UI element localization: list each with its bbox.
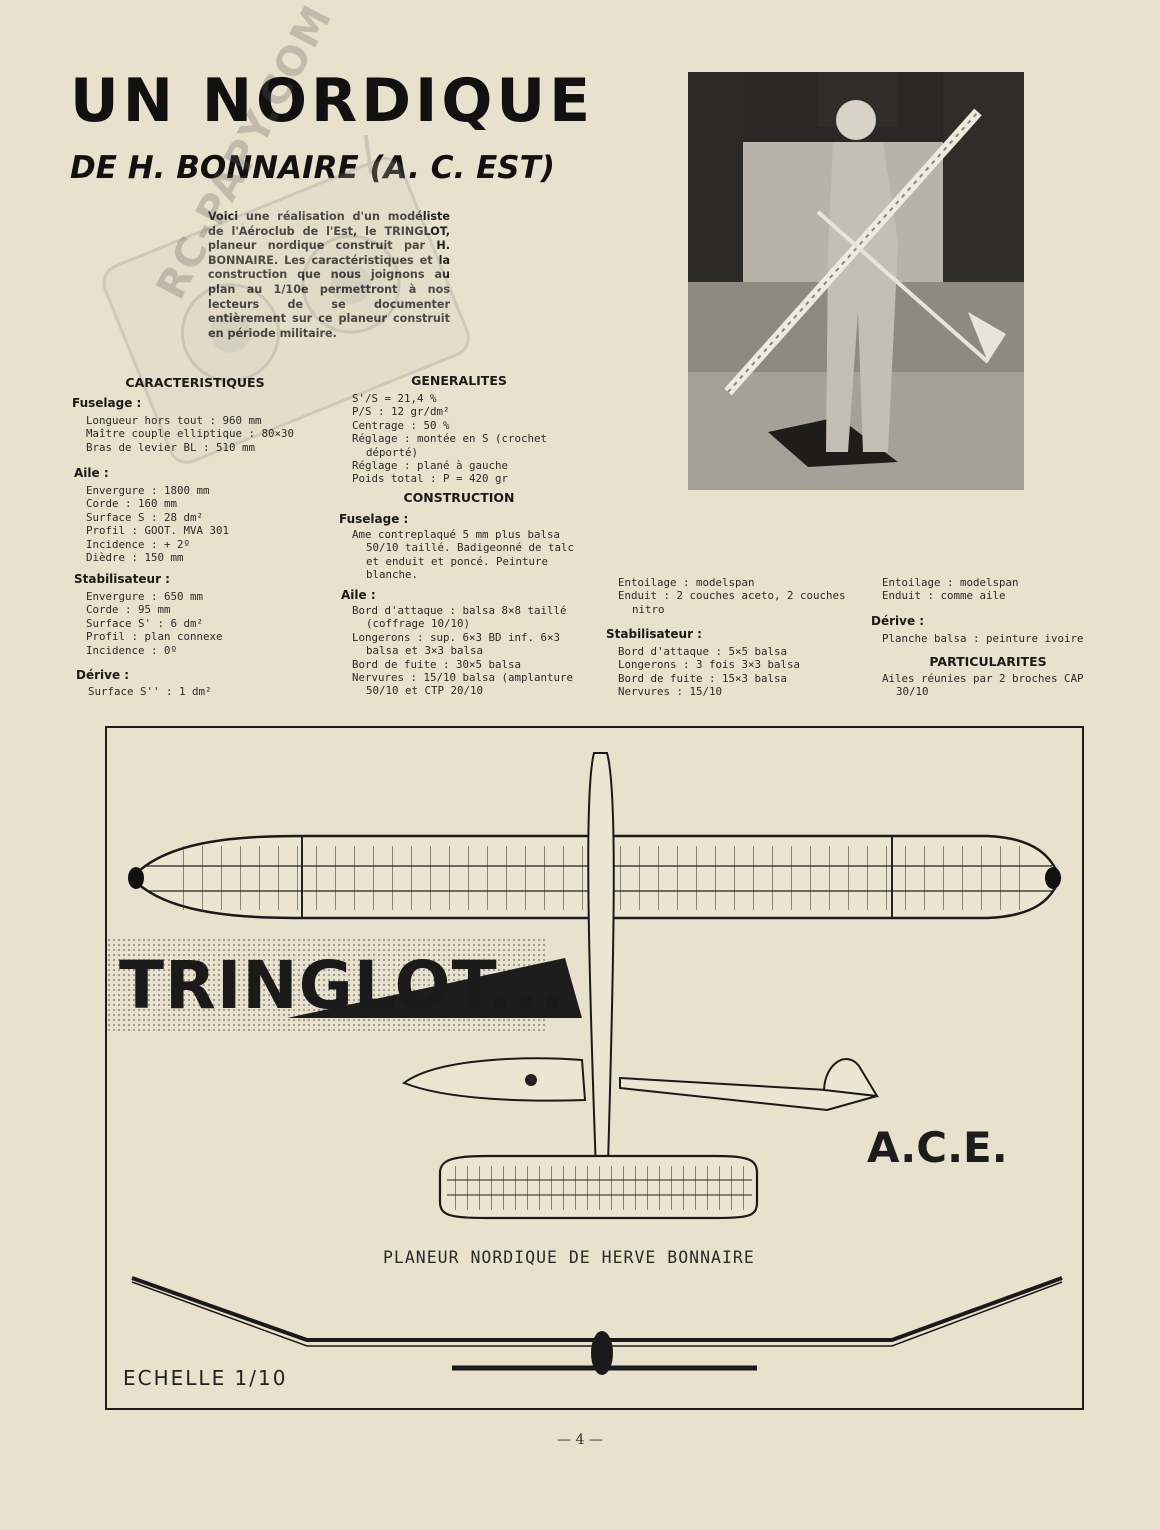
spec-line: nitro [632, 602, 665, 616]
spec-line: Ame contreplaqué 5 mm plus balsa [352, 528, 561, 541]
spec-line: Longerons : sup. 6×3 BD inf. 6×3 [352, 630, 561, 644]
derive-label: Dérive : [76, 668, 130, 682]
construction-fuselage-label: Fuselage : [339, 512, 409, 526]
col4-derive-label: Dérive : [871, 614, 925, 628]
spec-line: Profil : GOOT. MVA 301 [86, 524, 230, 538]
photo-modeler-with-glider [688, 72, 1024, 490]
construction-aile-specs: Bord d'attaque : balsa 8×8 taillé (coffr… [352, 604, 573, 698]
club-initials: A.C.E. [867, 1123, 1008, 1172]
glider-plan-drawing [107, 752, 1063, 1375]
stabilisateur-specs: Envergure : 650 mm Corde : 95 mm Surface… [86, 590, 223, 657]
spec-line: Dièdre : 150 mm [86, 551, 184, 565]
spec-line: Planche balsa : peinture ivoire [882, 632, 1084, 645]
spec-line: 50/10 taillé. Badigeonné de talc [366, 541, 575, 555]
construction-aile-label: Aile : [341, 588, 376, 602]
plan-scale: ECHELLE 1/10 [123, 1366, 288, 1390]
generalites-specs: S'/S = 21,4 % P/S : 12 gr/dm² Centrage :… [352, 392, 547, 486]
spec-line: Surface S' : 6 dm² [86, 616, 204, 630]
spec-line: 50/10 et CTP 20/10 [366, 684, 484, 698]
spec-line: Profil : plan connexe [86, 630, 223, 644]
derive-specs: Surface S'' : 1 dm² [88, 685, 212, 698]
spec-line: Bord de fuite : 15×3 balsa [618, 671, 788, 685]
photo-image [688, 72, 1024, 490]
intro-paragraph: Voici une réalisation d'un modéliste de … [208, 210, 450, 340]
spec-line: S'/S = 21,4 % [352, 392, 437, 405]
plan-name-banner: TRINGLOT... [119, 947, 566, 1024]
generalites-heading: GENERALITES [411, 373, 507, 388]
spec-line: Bord d'attaque : 5×5 balsa [618, 645, 788, 658]
spec-line: Corde : 95 mm [86, 603, 171, 617]
spec-line: Bord de fuite : 30×5 balsa [352, 657, 522, 671]
spec-line: et enduit et poncé. Peinture [366, 554, 549, 568]
spec-line: Surface S : 28 dm² [86, 510, 204, 524]
stabilisateur-label: Stabilisateur : [74, 572, 170, 586]
aile-specs: Envergure : 1800 mm Corde : 160 mm Surfa… [86, 484, 229, 564]
glider-front-view [131, 1276, 1063, 1375]
spec-line: déporté) [366, 445, 419, 459]
aile-label: Aile : [74, 466, 109, 480]
spec-line: Nervures : 15/10 balsa (amplanture [352, 671, 574, 685]
spec-line: blanche. [366, 568, 419, 582]
fuselage-specs: Longueur hors tout : 960 mm Maître coupl… [86, 414, 294, 454]
construction-heading: CONSTRUCTION [403, 490, 515, 505]
stabilizer-planform [438, 1154, 759, 1220]
caracteristiques-heading: CARACTERISTIQUES [125, 375, 265, 390]
spec-line: Surface S'' : 1 dm² [88, 685, 212, 698]
spec-line: Entoilage : modelspan [882, 576, 1019, 589]
spec-line: Centrage : 50 % [352, 418, 450, 432]
particularites-specs: Ailes réunies par 2 broches CAP 30/10 [882, 672, 1084, 699]
plan-caption: PLANEUR NORDIQUE DE HERVE BONNAIRE [383, 1248, 755, 1267]
spec-line: Envergure : 650 mm [86, 590, 204, 603]
spec-line: Incidence : 0º [86, 643, 178, 657]
spec-line: Bord d'attaque : balsa 8×8 taillé [352, 604, 567, 617]
spec-line: Enduit : 2 couches aceto, 2 couches [618, 589, 846, 603]
spec-line: Entoilage : modelspan [618, 576, 755, 589]
page-subtitle: DE H. BONNAIRE (A. C. EST) [70, 150, 555, 186]
spec-line: Nervures : 15/10 [618, 685, 723, 699]
plan-drawing-frame: TRINGLOT... A.C.E. PLANEUR NORDIQUE DE H… [105, 726, 1084, 1410]
fuselage-label: Fuselage : [72, 396, 142, 410]
col3-stabilisateur-label: Stabilisateur : [606, 627, 702, 641]
spec-line: 30/10 [896, 685, 929, 699]
spec-line: Longueur hors tout : 960 mm [86, 414, 262, 427]
col3-stabilisateur-specs: Bord d'attaque : 5×5 balsa Longerons : 3… [618, 645, 800, 699]
particularites-heading: PARTICULARITES [929, 654, 1047, 669]
col4-specs: Entoilage : modelspan Enduit : comme ail… [882, 576, 1019, 603]
fuselage-side-view [401, 1057, 879, 1112]
spec-line: P/S : 12 gr/dm² [352, 405, 450, 419]
spec-line: (coffrage 10/10) [366, 617, 471, 631]
col4-derive-specs: Planche balsa : peinture ivoire [882, 632, 1084, 645]
spec-line: Longerons : 3 fois 3×3 balsa [618, 658, 801, 672]
spec-line: Corde : 160 mm [86, 497, 178, 511]
page-title: UN NORDIQUE [70, 66, 595, 136]
spec-line: Bras de levier BL : 510 mm [86, 440, 256, 454]
spec-line: Poids total : P = 420 gr [352, 472, 509, 486]
spec-line: Enduit : comme aile [882, 589, 1006, 603]
page-number: — 4 — [557, 1432, 603, 1448]
spec-line: Réglage : montée en S (crochet [352, 432, 548, 446]
construction-fuselage-specs: Ame contreplaqué 5 mm plus balsa 50/10 t… [352, 528, 574, 582]
col3-specs: Entoilage : modelspan Enduit : 2 couches… [618, 576, 846, 616]
spec-line: Réglage : plané à gauche [352, 459, 509, 473]
spec-line: Envergure : 1800 mm [86, 484, 210, 497]
spec-line: Ailes réunies par 2 broches CAP [882, 672, 1084, 685]
spec-line: balsa et 3×3 balsa [366, 644, 484, 658]
spec-line: Maître couple elliptique : 80×30 [86, 427, 295, 441]
spec-line: Incidence : + 2º [86, 537, 191, 551]
